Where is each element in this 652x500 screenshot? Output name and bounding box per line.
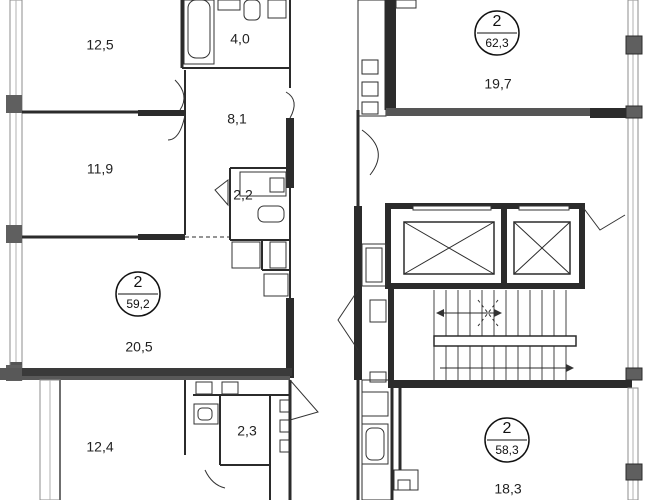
central-shaft: [354, 0, 393, 500]
lower-left-apartment-walls: [39, 379, 292, 500]
apartment-rooms-count: 2: [503, 420, 512, 437]
apartment-badge-left: 2 59,2: [115, 271, 161, 317]
right-bottom-apartment-walls: [390, 387, 643, 500]
apartment-rooms-count: 2: [493, 13, 502, 30]
room-area-label: 12,5: [86, 37, 113, 53]
apartment-badge-right-top: 2 62,3: [474, 10, 520, 56]
apartment-badge-right-bottom: 2 58,3: [484, 417, 530, 463]
room-area-label: 8,1: [227, 111, 247, 127]
left-apartment-walls: [0, 0, 294, 380]
room-area-label: 19,7: [484, 76, 511, 92]
stair-elevator-core: [385, 203, 632, 388]
right-top-apartment-walls: [386, 0, 643, 381]
left-apartment-fixtures: [167, 0, 295, 297]
corridor-fixtures: [337, 205, 626, 491]
apartment-rooms-count: 2: [134, 274, 143, 291]
apartment-total-area: 58,3: [495, 443, 519, 457]
room-area-label: 20,5: [125, 339, 152, 355]
room-area-label: 18,3: [494, 481, 521, 497]
room-area-label: 4,0: [230, 31, 250, 47]
room-area-label: 2,2: [233, 187, 253, 203]
room-area-label: 11,9: [87, 161, 113, 177]
left-facade: [0, 0, 23, 500]
room-area-label: 12,4: [86, 439, 113, 455]
lower-left-fixtures: [193, 379, 319, 489]
apartment-total-area: 62,3: [485, 36, 509, 50]
room-area-label: 2,3: [237, 423, 257, 439]
room-area-labels: 12,5 4,0 8,1 11,9 2,2 20,5 12,4 2,3 19,7…: [86, 31, 521, 497]
apartment-total-area: 59,2: [126, 297, 150, 311]
